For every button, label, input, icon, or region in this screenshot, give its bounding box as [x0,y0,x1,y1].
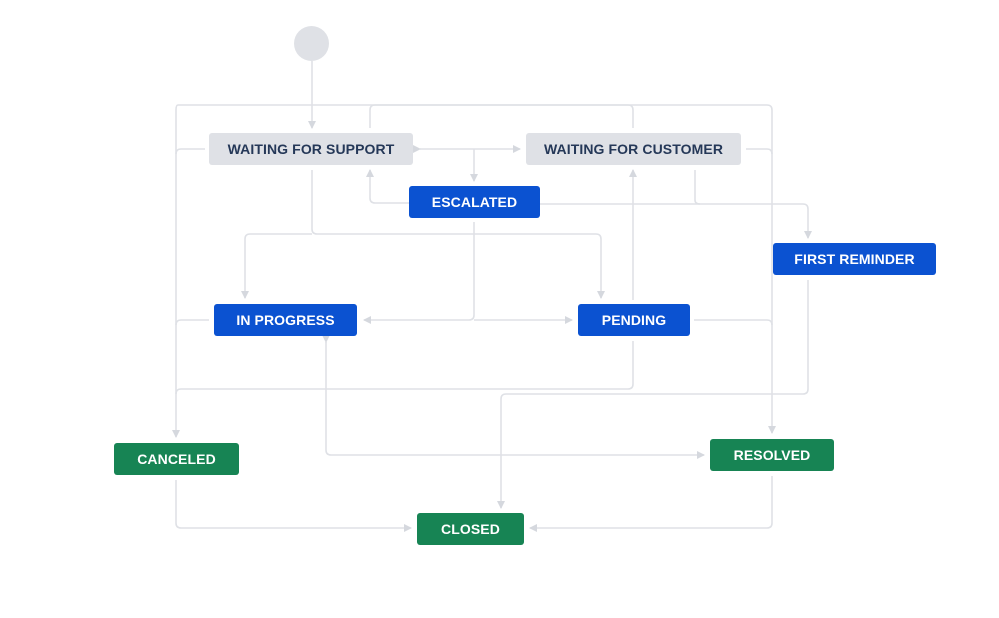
edge-canceled-to-closed [175,480,412,532]
edge-top-loop-left [369,104,634,128]
edge-resolved-to-closed [529,476,773,532]
edge-escalated-down [363,222,475,324]
status-label: WAITING FOR CUSTOMER [543,141,724,157]
edge-support-to-in-progress [241,233,312,299]
status-label: IN PROGRESS [236,312,335,328]
edge-pending-right-stub [694,319,773,326]
status-label: FIRST REMINDER [794,251,915,267]
edge-progress-resolved [322,335,705,459]
start-node [294,26,329,61]
edge-customer-right-stub [746,148,773,155]
status-label: RESOLVED [733,447,811,463]
edge-support-left-stub [175,148,205,155]
edge-top-outer-left [172,104,633,438]
status-label: ESCALATED [431,194,518,210]
status-canceled[interactable]: CANCELED [114,443,239,475]
status-label: WAITING FOR SUPPORT [227,141,395,157]
status-label: PENDING [601,312,667,328]
status-pending[interactable]: PENDING [578,304,690,336]
status-in-progress[interactable]: IN PROGRESS [214,304,357,336]
edge-top-outer-right [633,104,776,434]
edge-escalated-to-support [366,169,409,204]
edge-support-split [311,170,605,299]
edge-customer-to-reminder [694,170,812,239]
status-first-reminder[interactable]: FIRST REMINDER [773,243,936,275]
edge-pending-down [175,341,634,395]
status-waiting-for-customer[interactable]: WAITING FOR CUSTOMER [526,133,741,165]
edge-in-progress-left-stub [175,319,209,326]
status-label: CLOSED [441,521,500,537]
status-label: CANCELED [137,451,216,467]
status-resolved[interactable]: RESOLVED [710,439,834,471]
status-closed[interactable]: CLOSED [417,513,524,545]
status-waiting-for-support[interactable]: WAITING FOR SUPPORT [209,133,413,165]
status-escalated[interactable]: ESCALATED [409,186,540,218]
